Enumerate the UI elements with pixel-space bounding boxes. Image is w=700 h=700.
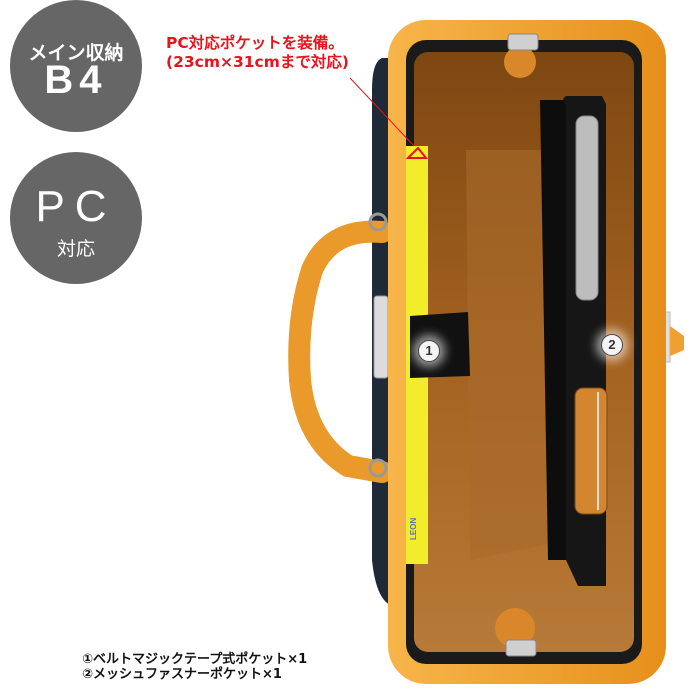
bottom-clasp bbox=[505, 639, 537, 657]
tablet bbox=[575, 115, 599, 301]
badge-main-storage-size: B4 bbox=[44, 58, 108, 102]
marker-1: 1 bbox=[418, 340, 440, 362]
side-clasp bbox=[373, 295, 389, 379]
callout-arrow bbox=[349, 77, 415, 147]
badge-main-storage-label: メイン収納 bbox=[28, 42, 124, 64]
badge-pc-compatible: PC 対応 bbox=[10, 152, 142, 284]
pocket-legend: ①ベルトマジックテープ式ポケット×1 ②メッシュファスナーポケット×1 bbox=[82, 652, 307, 682]
badge-pc-sublabel: 対応 bbox=[56, 238, 95, 260]
handle bbox=[288, 220, 393, 483]
pc-pocket-callout: PC対応ポケットを装備。 (23cm×31cmまで対応) bbox=[166, 34, 349, 72]
callout-line2: (23cm×31cmまで対応) bbox=[166, 53, 349, 71]
legend-item-belt-pocket: ①ベルトマジックテープ式ポケット×1 bbox=[82, 652, 308, 667]
svg-text:LEON: LEON bbox=[409, 518, 418, 540]
badge-pc-label: PC bbox=[35, 182, 117, 231]
callout-line1: PC対応ポケットを装備。 bbox=[166, 34, 344, 52]
legend-item-mesh-pocket: ②メッシュファスナーポケット×1 bbox=[82, 667, 282, 682]
top-clasp bbox=[507, 33, 539, 51]
badge-main-storage-b4: メイン収納 B4 bbox=[10, 0, 142, 132]
wallet bbox=[574, 387, 608, 515]
marker-2: 2 bbox=[601, 334, 623, 356]
